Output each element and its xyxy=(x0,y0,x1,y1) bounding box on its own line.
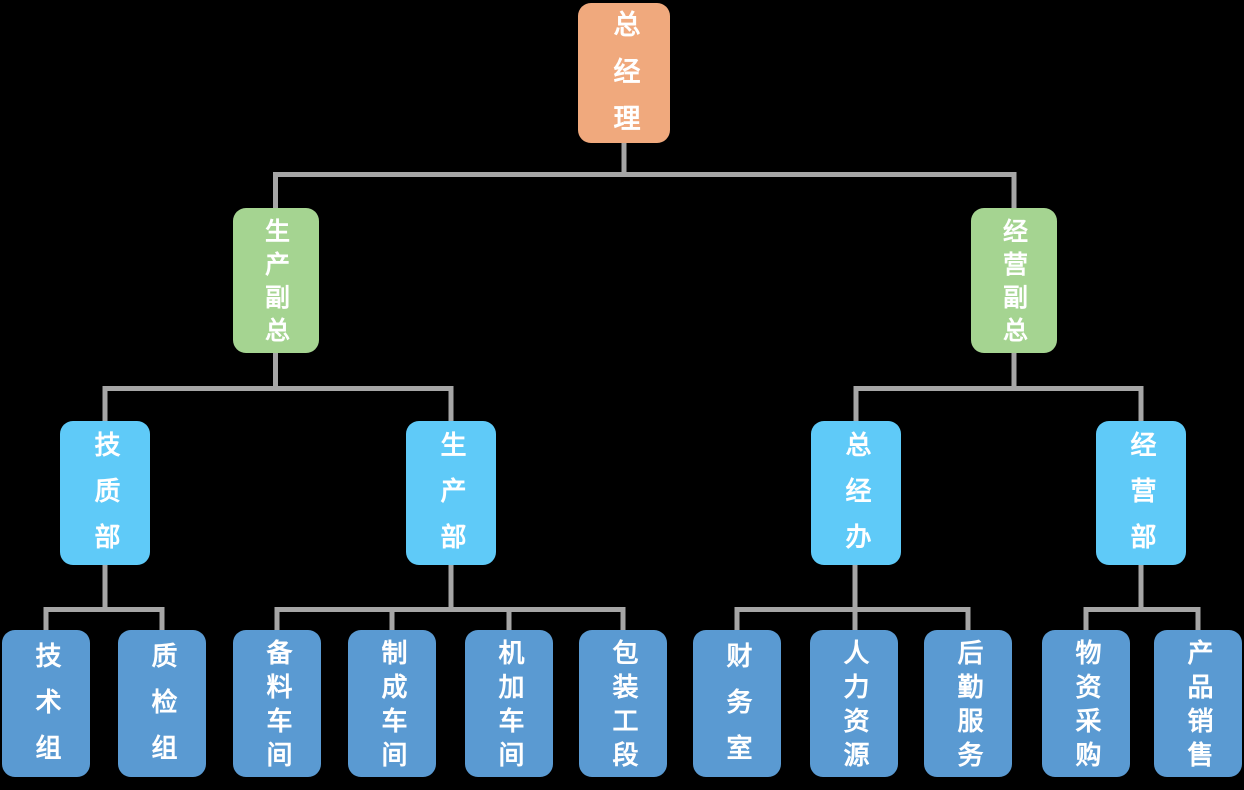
node-label: 经营副总 xyxy=(999,217,1029,350)
node-finishing-workshop: 制成车间 xyxy=(348,630,436,777)
node-label: 财务室 xyxy=(722,641,752,780)
node-tech-quality-dept: 技质部 xyxy=(60,421,150,569)
node-product-sales: 产品销售 xyxy=(1154,630,1242,777)
node-production-dept: 生产部 xyxy=(406,421,496,569)
connector-production-vp-to-depts xyxy=(102,353,454,421)
node-label: 总经办 xyxy=(841,431,871,569)
node-general-manager: 总经理 xyxy=(578,3,670,151)
node-label: 人力资源 xyxy=(839,638,869,775)
node-material-procurement: 物资采购 xyxy=(1042,630,1130,777)
node-human-resources: 人力资源 xyxy=(810,630,898,777)
node-operations-vp: 经营副总 xyxy=(971,208,1057,353)
node-machining-workshop: 机加车间 xyxy=(465,630,553,777)
connector-root-to-vps xyxy=(273,143,1017,208)
node-label: 技质部 xyxy=(90,431,120,569)
node-gm-office: 总经办 xyxy=(811,421,901,569)
connector-operations-dept-to-units xyxy=(1083,565,1201,631)
node-label: 生产部 xyxy=(436,431,466,569)
node-label: 后勤服务 xyxy=(953,638,983,775)
node-operations-dept: 经营部 xyxy=(1096,421,1186,569)
node-quality-inspection-group: 质检组 xyxy=(118,630,206,780)
node-material-prep-workshop: 备料车间 xyxy=(233,630,321,777)
node-label: 经营部 xyxy=(1126,431,1156,569)
connector-gm-office-to-units xyxy=(734,565,971,631)
connector-operations-vp-to-depts xyxy=(853,352,1144,421)
node-label: 质检组 xyxy=(147,641,177,780)
node-label: 生产副总 xyxy=(261,217,291,350)
node-logistics-service: 后勤服务 xyxy=(924,630,1012,777)
connector-production-dept-to-workshops xyxy=(274,565,626,631)
node-label: 机加车间 xyxy=(494,638,524,775)
node-label: 制成车间 xyxy=(377,638,407,775)
node-label: 总经理 xyxy=(608,9,640,151)
node-label: 技术组 xyxy=(31,641,61,780)
node-technical-group: 技术组 xyxy=(2,630,90,780)
node-label: 备料车间 xyxy=(262,638,292,775)
connector-tech-quality-dept-to-groups xyxy=(43,565,165,631)
node-production-vp: 生产副总 xyxy=(233,208,319,353)
node-label: 包装工段 xyxy=(608,638,638,775)
node-label: 产品销售 xyxy=(1183,638,1213,775)
node-packaging-section: 包装工段 xyxy=(579,630,667,777)
node-finance-office: 财务室 xyxy=(693,630,781,780)
node-label: 物资采购 xyxy=(1071,638,1101,775)
